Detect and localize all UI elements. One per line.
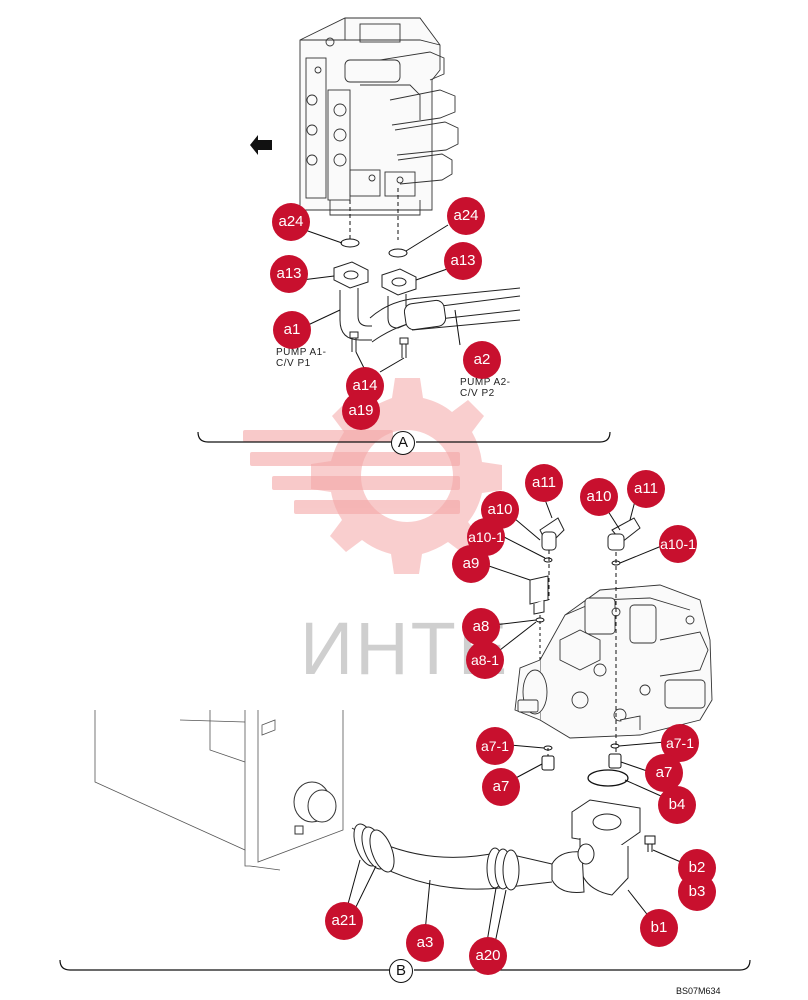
section-b-label: B: [389, 959, 413, 983]
callout-a10-1-right: a10-1: [659, 525, 697, 563]
callout-b1: b1: [640, 909, 678, 947]
callout-a10-right: a10: [580, 478, 618, 516]
drawing-code: BS07M634: [676, 986, 721, 996]
callout-a3: a3: [406, 924, 444, 962]
section-b-bracket: [59, 959, 751, 971]
callout-a21: a21: [325, 902, 363, 940]
hydraulic-pump: [514, 584, 713, 739]
callout-b3: b3: [678, 873, 716, 911]
callout-a8-1: a8-1: [466, 641, 504, 679]
callout-b4: b4: [658, 786, 696, 824]
callout-a20: a20: [469, 937, 507, 975]
direction-arrow-icon: [250, 135, 272, 155]
callout-a24-right: a24: [447, 197, 485, 235]
callout-a13-left: a13: [270, 255, 308, 293]
control-valve: [299, 17, 459, 216]
callout-a7-1-left: a7-1: [476, 727, 514, 765]
callout-a7-left: a7: [482, 768, 520, 806]
section-a-bracket: [197, 431, 611, 443]
callout-a7-right: a7: [645, 754, 683, 792]
section-a-label: A: [391, 431, 415, 455]
callout-a1: a1: [273, 311, 311, 349]
callout-a11-left: a11: [525, 464, 563, 502]
suction-flange: [551, 799, 641, 896]
suction-hose: [351, 823, 553, 891]
callout-a24-left: a24: [272, 203, 310, 241]
hydraulic-tank: [94, 710, 344, 871]
callout-a13-right: a13: [444, 242, 482, 280]
callout-a11-right: a11: [627, 470, 665, 508]
hoses: [369, 287, 521, 343]
pump-a1-label: PUMP A1- C/V P1: [276, 347, 327, 369]
callout-a8: a8: [462, 608, 500, 646]
flange-fittings: [333, 261, 417, 341]
callout-a19: a19: [342, 392, 380, 430]
callout-a9: a9: [452, 545, 490, 583]
pump-a2-label: PUMP A2- C/V P2: [460, 377, 511, 399]
callout-a2: a2: [463, 341, 501, 379]
bolts: [349, 331, 409, 358]
